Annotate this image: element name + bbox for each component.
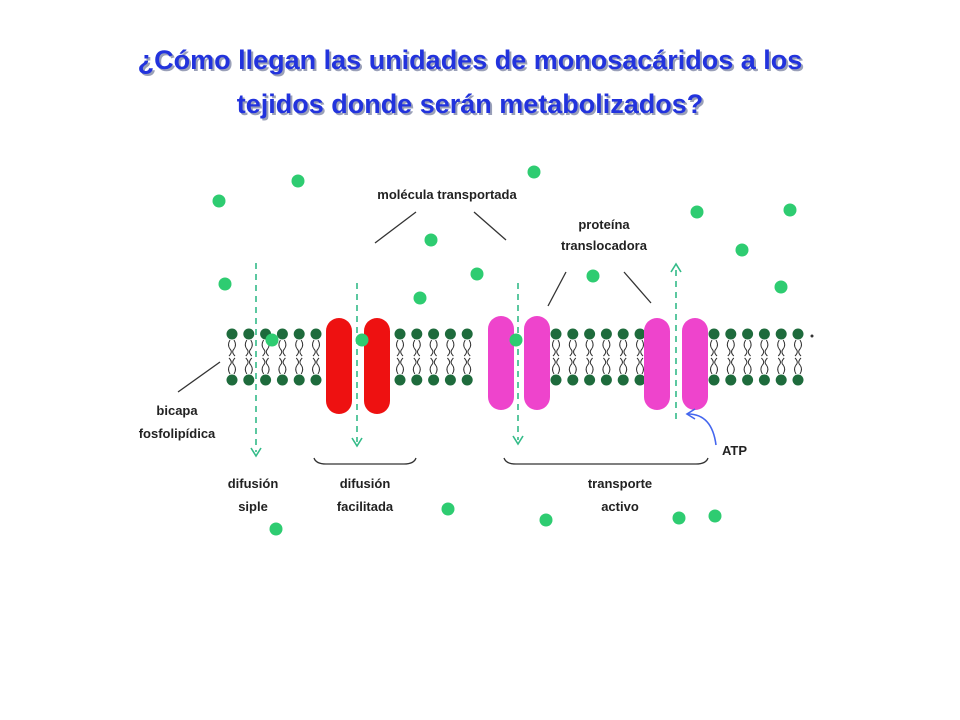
- molecule: [470, 267, 484, 281]
- active-bracket: [503, 457, 709, 465]
- phospholipid: [411, 328, 423, 386]
- atp-arrow-curve: [687, 413, 717, 446]
- phospholipid: [550, 328, 562, 386]
- molecule: [355, 333, 369, 347]
- phospholipid: [276, 328, 288, 386]
- label-simple-diffusion-line-1: difusión: [228, 476, 279, 491]
- label-atp: ATP: [722, 443, 747, 458]
- phospholipid: [584, 328, 596, 386]
- molecule: [218, 277, 232, 291]
- molecule: [212, 194, 226, 208]
- label-simple-diffusion-line-2: siple: [238, 499, 268, 514]
- molecule: [265, 333, 279, 347]
- phospholipid: [428, 328, 440, 386]
- molecule: [539, 513, 553, 527]
- protein-pointer-left: [547, 271, 567, 307]
- phospholipid: [617, 328, 629, 386]
- active-protein-1-right: [524, 316, 550, 410]
- molecule: [708, 509, 722, 523]
- phospholipid: [742, 328, 754, 386]
- label-bilayer-line-2: fosfolipídica: [139, 426, 216, 441]
- phospholipid: [758, 328, 770, 386]
- phospholipid: [600, 328, 612, 386]
- label-active-transport-line-1: transporte: [588, 476, 652, 491]
- phospholipid: [461, 328, 473, 386]
- active-protein-2-right: [682, 318, 708, 410]
- molecule: [509, 333, 523, 347]
- phospholipid: [708, 328, 720, 386]
- label-protein-line-1: proteína: [578, 217, 630, 232]
- molecule: [690, 205, 704, 219]
- label-facilitated-diffusion-line-1: difusión: [340, 476, 391, 491]
- molecule: [774, 280, 788, 294]
- active-transport-protein-2: [644, 318, 708, 410]
- facilitated-bracket: [313, 457, 417, 465]
- molecule: [527, 165, 541, 179]
- molecule: [783, 203, 797, 217]
- phospholipid: [792, 328, 804, 386]
- phospholipid: [226, 328, 238, 386]
- title-line-1: ¿Cómo llegan las unidades de monosacárid…: [137, 45, 803, 75]
- label-transported-molecule: molécula transportada: [377, 187, 517, 202]
- active-transport-protein-1: [488, 316, 550, 410]
- bilayer-pointer: [177, 361, 221, 393]
- phospholipid: [243, 328, 255, 386]
- title-line-2: tejidos donde serán metabolizados?: [236, 89, 704, 119]
- phospholipid: [310, 328, 322, 386]
- phospholipid: [634, 328, 646, 386]
- facilitated-diffusion-protein: [326, 318, 390, 414]
- label-active-transport-line-2: activo: [601, 499, 639, 514]
- facilitated-diffusion-arrowhead: [351, 437, 363, 448]
- molecule: [424, 233, 438, 247]
- phospholipid: [725, 328, 737, 386]
- label-bilayer-line-1: bicapa: [156, 403, 198, 418]
- group-brackets: [313, 457, 709, 465]
- facilitated-protein-left: [326, 318, 352, 414]
- molecule: [672, 511, 686, 525]
- molecule: [413, 291, 427, 305]
- phospholipid: [444, 328, 456, 386]
- phospholipid: [260, 328, 272, 386]
- atp-arrow: [685, 408, 717, 446]
- label-protein-line-2: translocadora: [561, 238, 648, 253]
- atp-arrowhead: [685, 408, 696, 420]
- phospholipid: [567, 328, 579, 386]
- molecule: [291, 174, 305, 188]
- protein-pointer-right: [623, 271, 652, 304]
- label-facilitated-diffusion-line-2: facilitada: [337, 499, 394, 514]
- phospholipid: [293, 328, 305, 386]
- phospholipid: [775, 328, 787, 386]
- active-transport-arrowhead-up: [670, 262, 682, 273]
- molecule-pointer-left: [374, 211, 417, 244]
- active-protein-1-left: [488, 316, 514, 410]
- active-transport-arrowhead-down: [512, 435, 524, 446]
- molecule: [441, 502, 455, 516]
- label-pointers: [177, 211, 652, 393]
- molecule: [269, 522, 283, 536]
- active-protein-2-left: [644, 318, 670, 410]
- phospholipid: [394, 328, 406, 386]
- transport-arrows: [250, 262, 682, 458]
- slide-title: ¿Cómo llegan las unidades de monosacárid…: [0, 38, 940, 126]
- phospholipid-bilayer: [226, 328, 814, 386]
- facilitated-protein-right: [364, 318, 390, 414]
- molecule-pointer-right: [473, 211, 507, 241]
- simple-diffusion-arrowhead: [250, 447, 262, 458]
- membrane-end-dot: [810, 334, 814, 338]
- transported-molecules: [212, 165, 797, 536]
- molecule: [586, 269, 600, 283]
- molecule: [735, 243, 749, 257]
